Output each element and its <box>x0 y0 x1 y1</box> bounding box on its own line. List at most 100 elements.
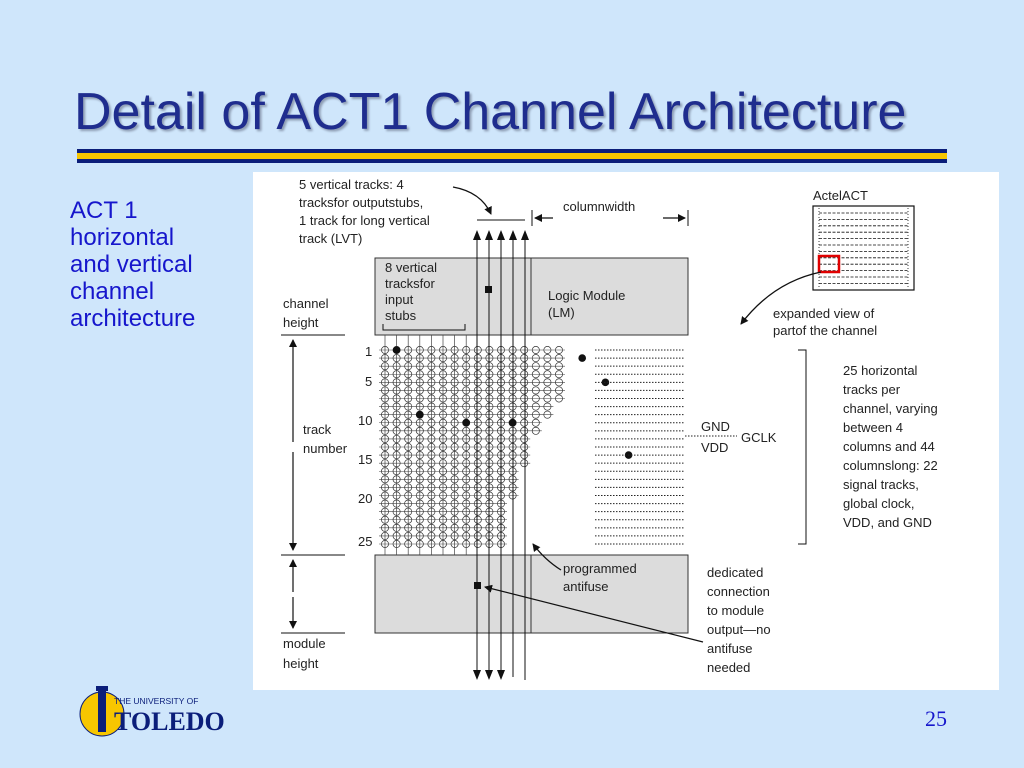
antifuse <box>473 394 482 403</box>
antifuse <box>531 346 540 354</box>
antifuse <box>531 418 540 427</box>
antifuse <box>555 370 563 379</box>
antifuse <box>555 394 563 403</box>
column-width-label: columnwidth <box>563 199 635 214</box>
antifuse <box>520 418 529 427</box>
antifuse <box>473 540 482 548</box>
expanded-view-label: expanded view of partof the channel <box>773 306 878 338</box>
antifuse <box>531 362 540 371</box>
programmed-antifuse-dot <box>462 418 470 427</box>
antifuse <box>473 507 482 516</box>
antifuse <box>520 434 529 443</box>
antifuse <box>531 354 540 363</box>
antifuse <box>473 378 482 387</box>
module-height-label: module height <box>283 636 329 671</box>
programmed-antifuse-dot <box>416 410 424 419</box>
actel-act-chip <box>812 205 915 291</box>
antifuse <box>531 394 540 403</box>
dedicated-connection-marker <box>474 582 481 589</box>
antifuse <box>520 386 529 395</box>
title-rule-top <box>77 149 947 153</box>
antifuse <box>473 483 482 492</box>
antifuse <box>531 378 540 387</box>
antifuse <box>531 426 540 435</box>
dedicated-connection-label: dedicated connection to module output—no… <box>707 565 774 675</box>
antifuse <box>543 346 552 354</box>
antifuse <box>520 378 529 387</box>
antifuse <box>531 410 540 419</box>
vdd-label: VDD <box>701 440 728 455</box>
track-number-25: 25 <box>358 534 372 549</box>
gnd-label: GND <box>701 419 730 434</box>
antifuse <box>543 370 552 379</box>
antifuse <box>473 362 482 371</box>
title-rule-gold <box>77 153 947 159</box>
output-track-arrow-down <box>485 670 493 680</box>
vertical-tracks-note: 5 vertical tracks: 4 tracksfor outputstu… <box>299 177 433 246</box>
logic-module-label: Logic Module (LM) <box>548 288 629 320</box>
track-number-1: 1 <box>365 344 372 359</box>
dedicated-connection-arrow <box>484 584 704 643</box>
output-track-arrow-up <box>497 230 505 240</box>
gclk-label: GCLK <box>741 430 777 445</box>
antifuse <box>473 410 482 419</box>
antifuse <box>531 402 540 411</box>
slide-caption: ACT 1 horizontal and vertical channel ar… <box>70 197 240 332</box>
antifuse <box>473 459 482 468</box>
logo-top-text: THE UNIVERSITY OF <box>114 696 198 706</box>
logo-emblem-tower-top <box>96 686 108 691</box>
logo-emblem-tower <box>98 688 106 732</box>
antifuse <box>473 426 482 435</box>
programmed-antifuse-arrow <box>532 543 562 571</box>
antifuse <box>531 386 540 395</box>
output-stub-marker <box>485 286 492 293</box>
antifuse <box>473 531 482 540</box>
antifuse <box>473 523 482 532</box>
antifuse <box>473 491 482 500</box>
antifuse <box>473 434 482 443</box>
antifuse <box>520 443 529 451</box>
channel-height-label: channel height <box>283 296 332 330</box>
logo-name: TOLEDO <box>114 707 225 736</box>
antifuse <box>520 426 529 435</box>
input-stubs-label: 8 vertical tracksfor input stubs <box>385 260 441 323</box>
antifuse <box>555 346 563 354</box>
caption-line: channel <box>70 278 155 305</box>
caption-line: ACT 1 <box>70 197 138 224</box>
university-of-toledo-logo: THE UNIVERSITY OF TOLEDO <box>79 686 225 737</box>
output-track-arrow-up <box>485 230 493 240</box>
programmed-antifuse-label: programmed antifuse <box>563 561 640 594</box>
antifuse <box>543 402 552 411</box>
output-track-arrow-up <box>521 230 529 240</box>
programmed-antifuse-dot <box>392 346 401 354</box>
antifuse <box>520 394 529 403</box>
expanded-region-highlight <box>817 254 841 274</box>
antifuse <box>473 499 482 508</box>
caption-line: horizontal <box>70 224 175 251</box>
caption-line: architecture <box>70 305 196 332</box>
antifuse <box>473 346 482 354</box>
page-number: 25 <box>925 706 947 731</box>
track-number-5: 5 <box>365 374 372 389</box>
antifuse <box>520 346 529 354</box>
antifuse <box>473 451 482 460</box>
antifuse <box>555 378 563 387</box>
antifuse <box>473 354 482 363</box>
antifuse <box>473 443 482 451</box>
track-number-10: 10 <box>358 413 372 428</box>
antifuse <box>520 410 529 419</box>
antifuse <box>473 515 482 524</box>
antifuse <box>473 370 482 379</box>
actel-act-label: ActelACT <box>813 188 868 203</box>
antifuse <box>473 475 482 484</box>
caption-line: and vertical <box>70 251 193 278</box>
title-rule-bottom <box>77 159 947 163</box>
antifuse <box>520 362 529 371</box>
antifuse <box>473 418 482 427</box>
output-track-arrow-up <box>473 230 481 240</box>
antifuse <box>543 354 552 363</box>
antifuse <box>520 370 529 379</box>
antifuse <box>520 451 529 460</box>
antifuse <box>543 378 552 387</box>
slide-title: Detail of ACT1 Channel Architecture <box>74 83 907 141</box>
